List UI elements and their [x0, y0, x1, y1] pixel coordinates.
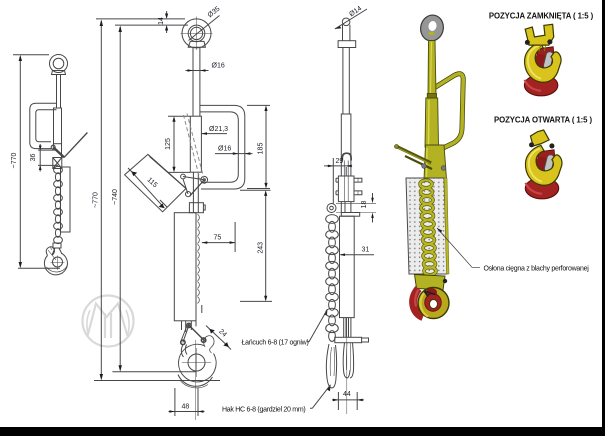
svg-text:Ø16: Ø16 — [212, 63, 225, 70]
svg-text:POZYCJA ZAMKNIĘTA ( 1:5 ): POZYCJA ZAMKNIĘTA ( 1:5 ) — [489, 12, 594, 21]
svg-text:14: 14 — [158, 17, 165, 25]
svg-text:31: 31 — [362, 247, 370, 254]
svg-text:75: 75 — [214, 235, 222, 242]
svg-text:185: 185 — [258, 143, 265, 155]
svg-text:29: 29 — [336, 158, 344, 165]
svg-text:Ø35: Ø35 — [207, 5, 222, 19]
svg-text:~770: ~770 — [11, 153, 18, 169]
svg-text:44: 44 — [343, 391, 351, 398]
svg-text:Ø16: Ø16 — [218, 146, 231, 153]
svg-text:24: 24 — [217, 328, 228, 339]
svg-text:Hak HC 6-8 (gardziel 20 mm): Hak HC 6-8 (gardziel 20 mm) — [222, 407, 305, 414]
svg-text:243: 243 — [257, 242, 264, 254]
svg-text:18: 18 — [361, 201, 368, 209]
svg-text:Osłona cięgna z blachy perforo: Osłona cięgna z blachy perforowanej — [484, 266, 590, 273]
svg-text:115: 115 — [146, 177, 159, 190]
svg-text:Ø21,3: Ø21,3 — [209, 126, 228, 133]
svg-text:Łańcuch 6-8 (17 ogniw): Łańcuch 6-8 (17 ogniw) — [242, 340, 309, 347]
svg-text:125: 125 — [165, 138, 172, 150]
svg-text:36: 36 — [30, 154, 37, 162]
svg-text:POZYCJA OTWARTA ( 1:5 ): POZYCJA OTWARTA ( 1:5 ) — [494, 116, 592, 125]
svg-text:48: 48 — [182, 404, 190, 411]
svg-text:~740: ~740 — [112, 189, 119, 205]
svg-text:~770: ~770 — [93, 192, 100, 208]
